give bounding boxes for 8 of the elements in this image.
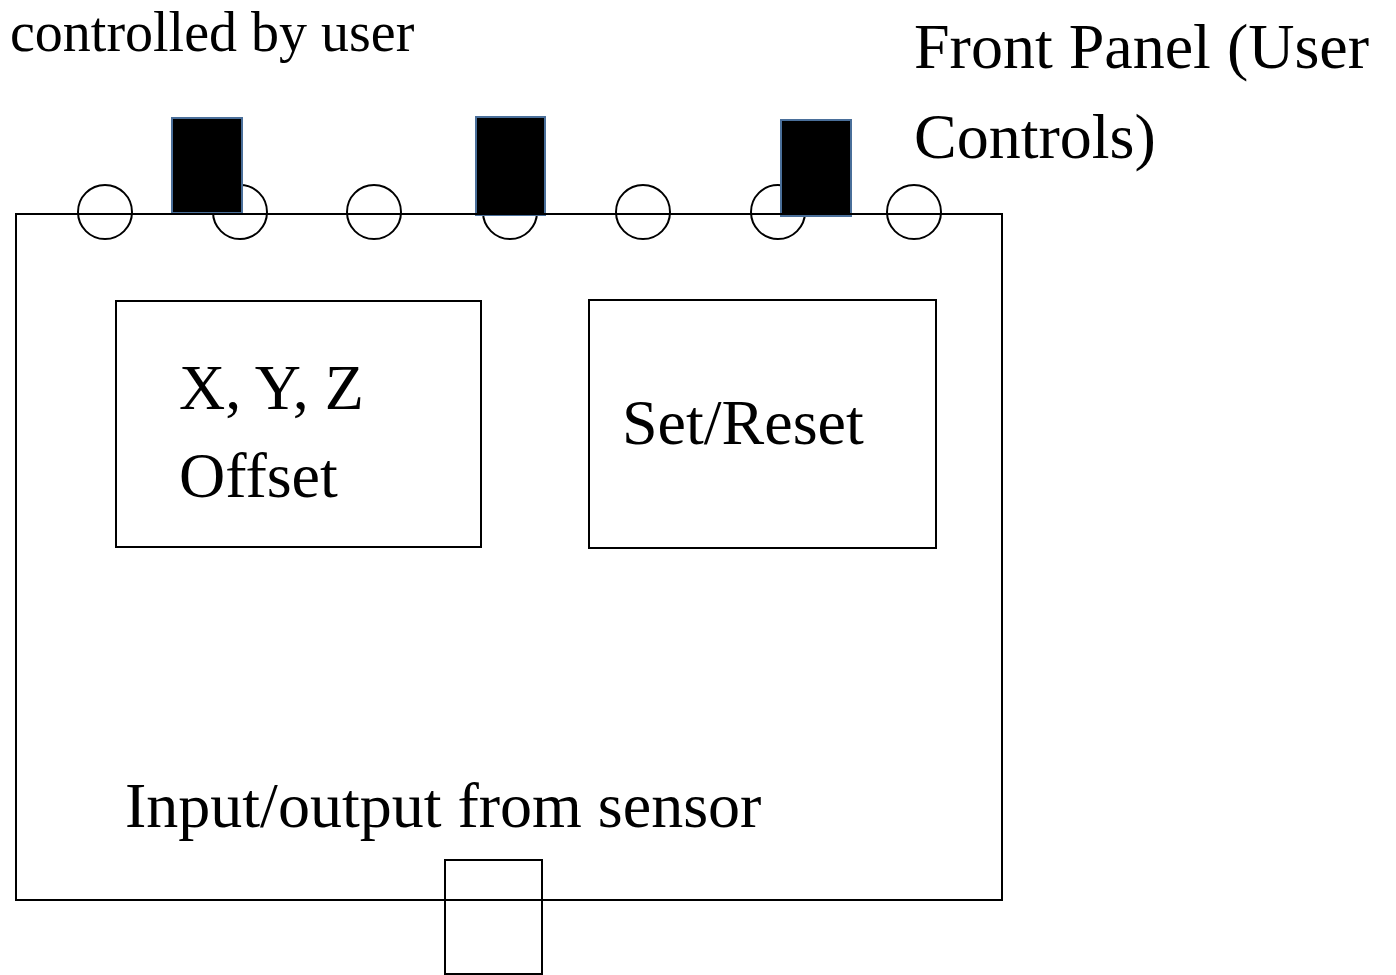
- panel-label: Front Panel (User Controls): [914, 10, 1371, 174]
- module-box: [115, 300, 482, 548]
- node-text: X, Y, Z Offset: [179, 351, 365, 513]
- node-text: Input/output from sensor: [125, 769, 762, 843]
- node-text: Set/Reset: [622, 386, 864, 460]
- device-box: [15, 213, 1003, 901]
- module-box: [588, 299, 937, 549]
- note-text: controlled by user: [10, 0, 415, 64]
